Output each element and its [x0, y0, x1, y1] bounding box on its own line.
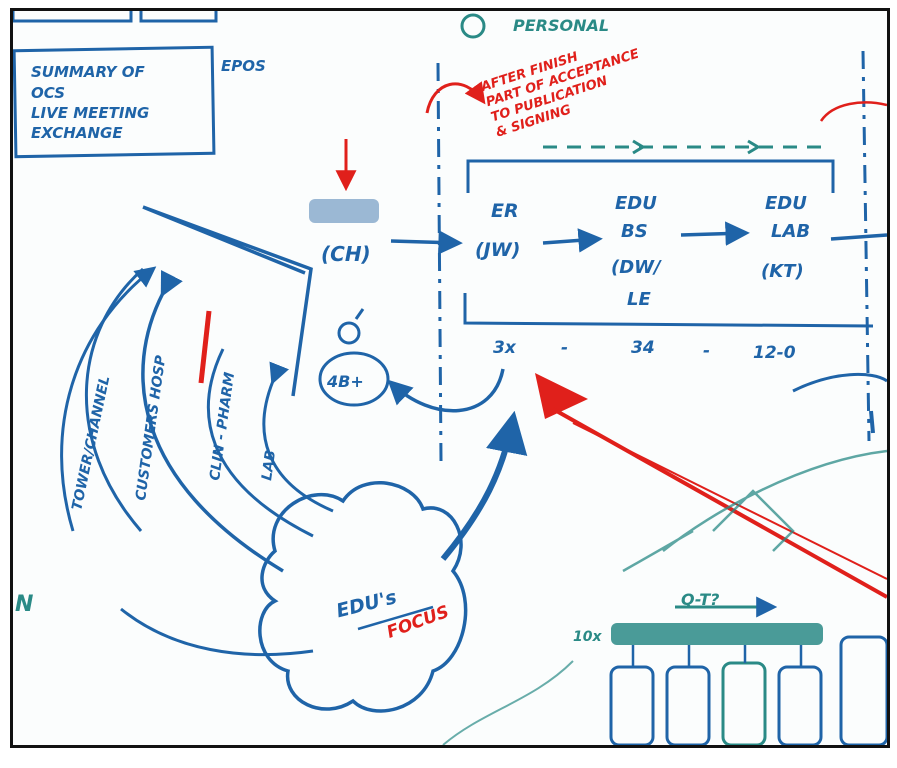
flow-node-edu-bs: EDU BS (DW/ LE [611, 193, 662, 310]
timeline-1: 3x [493, 338, 517, 358]
divider-line-right [861, 50, 871, 442]
divider-line [436, 62, 443, 462]
cloud-underline [357, 605, 434, 631]
left-edge-mark: N [15, 592, 33, 617]
arc-label-clin: CLIN - PHARM [207, 371, 238, 481]
arc-label-customers: CUSTOMERS HOSP [133, 354, 169, 502]
redacted-name [309, 199, 379, 223]
cloud-label: EDU's [334, 586, 399, 622]
arc-lab [262, 361, 334, 513]
summary-box-text: SUMMARY OF OCS LIVE MEETING EXCHANGE [31, 63, 149, 142]
start-node-label: (CH) [321, 242, 371, 266]
column-5 [839, 635, 887, 745]
red-curve-right [819, 101, 887, 122]
flow-node-er-line-2: (JW) [475, 239, 520, 261]
timeline-5: 12-0 [753, 343, 796, 363]
person-head-icon [337, 321, 361, 345]
summary-line-4: EXCHANGE [31, 124, 123, 142]
flow-node-bs-line-2: BS [621, 221, 648, 242]
lab-out-arrow [830, 233, 887, 241]
timeline-3: 34 [631, 338, 655, 358]
bottom-label: Q-T? [681, 590, 719, 609]
arc-label-tower: TOWER/CHANNEL [69, 374, 113, 511]
flow-node-edu-lab: EDU LAB (KT) [761, 193, 810, 282]
column-3 [721, 661, 767, 745]
edu-cloud [258, 481, 468, 713]
column-2 [665, 665, 711, 745]
loop-circle [318, 351, 390, 407]
top-box-fragment [13, 11, 133, 23]
bs-to-lab-arrow [680, 221, 750, 246]
loop-label: 4B+ [326, 372, 364, 391]
red-note: AFTER FINISH PART OF ACCEPTANCE TO PUBLI… [478, 46, 641, 140]
flow-node-er: ER (JW) [475, 200, 520, 261]
red-pointer-line-2 [572, 422, 887, 580]
flow-node-lab-line-2: LAB [771, 221, 810, 242]
flow-node-bs-line-3: (DW/ [611, 257, 662, 278]
arc-outer-bottom [120, 607, 314, 657]
teal-sketch [622, 449, 887, 573]
flow-node-bs-line-4: LE [627, 289, 651, 310]
top-circle-icon [460, 13, 486, 39]
red-triangle-arrow [535, 373, 588, 419]
summary-box [13, 45, 216, 159]
arc-tower [85, 267, 144, 532]
summary-line-3: LIVE MEETING [31, 104, 149, 122]
flow-node-lab-line-1: EDU [765, 193, 807, 214]
whiteboard-photo-frame: PERSONAL SUMMARY OF OCS LIVE MEETING EXC… [10, 8, 890, 748]
summary-line-1: SUMMARY OF [31, 63, 145, 81]
summary-line-2: OCS [31, 84, 65, 102]
blue-right-curve [792, 373, 887, 393]
process-bracket [466, 159, 835, 193]
arc-labels: TOWER/CHANNEL CUSTOMERS HOSP CLIN - PHAR… [69, 354, 279, 512]
bottom-side-label: 10x [573, 629, 602, 645]
arc-tower-top [60, 266, 157, 532]
red-curved-arrow [425, 81, 486, 114]
flow-node-lab-line-3: (KT) [761, 261, 804, 282]
arc-label-lab: LAB [259, 449, 279, 481]
building-roof [611, 623, 823, 645]
process-bracket-bottom [463, 293, 874, 328]
funnel-wedge [142, 205, 313, 397]
whiteboard-diagram: PERSONAL SUMMARY OF OCS LIVE MEETING EXC… [13, 11, 887, 745]
er-to-bs-arrow [542, 228, 603, 253]
cloud-up-arrow [440, 410, 528, 561]
start-to-er-arrow [390, 230, 463, 255]
arc-clin [206, 348, 314, 538]
top-label: PERSONAL [513, 16, 609, 35]
timeline-4: - [703, 341, 710, 361]
side-note: EPOS [221, 57, 266, 75]
loop-return-arrow [387, 368, 505, 413]
timeline-2: - [561, 338, 568, 358]
arc-customers [141, 269, 284, 573]
top-box-fragment-2 [139, 11, 218, 23]
bottom-teal-stroke [442, 660, 574, 745]
building-columns [609, 635, 887, 745]
flow-node-er-line-1: ER [491, 200, 519, 222]
red-pharm-mark [198, 310, 212, 384]
flow-node-bs-line-1: EDU [615, 193, 657, 214]
column-1 [609, 665, 655, 745]
timeline: 3x - 34 - 12-0 [493, 338, 796, 363]
column-4 [777, 665, 823, 745]
